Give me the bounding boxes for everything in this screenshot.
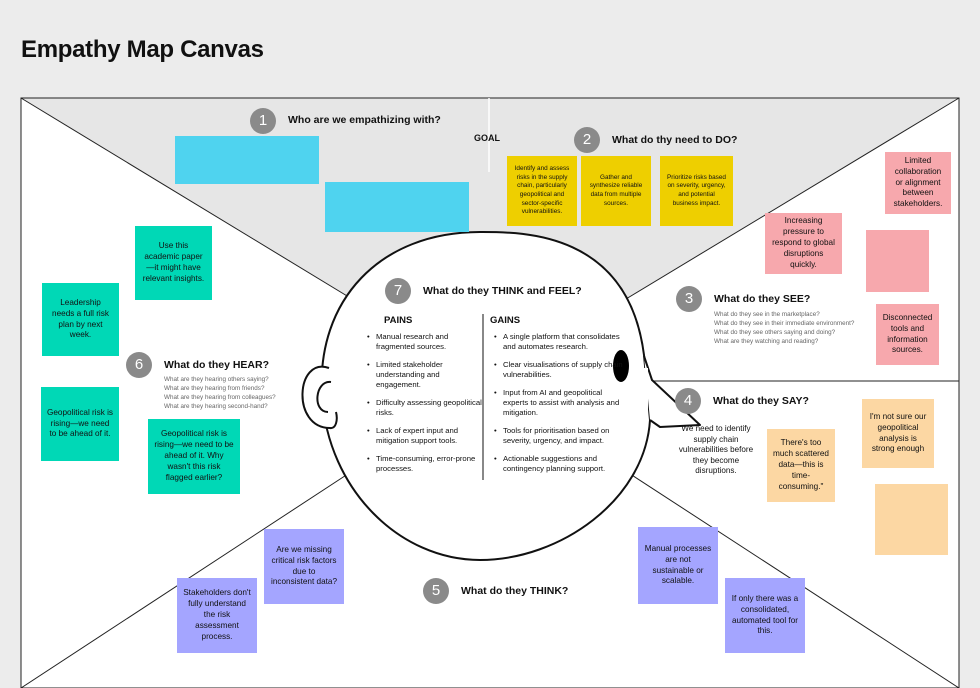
hear-note-3[interactable]: Geopolitical risk is rising—we need to b…: [41, 387, 119, 461]
hear-note-2[interactable]: Leadership needs a full risk plan by nex…: [42, 283, 119, 356]
section-6-badge: 6: [126, 352, 152, 378]
section-5-label: What do they THINK?: [461, 585, 569, 597]
goal-label: GOAL: [474, 133, 500, 143]
pains-item: Limited stakeholder understanding and en…: [367, 360, 486, 390]
persona-note-1[interactable]: [175, 136, 319, 184]
see-prompt: What do they see in their immediate envi…: [714, 320, 855, 328]
diagonal-upper-right: [620, 97, 960, 303]
hear-prompt: What are they hearing others saying?: [164, 376, 269, 383]
pains-list: Manual research and fragmented sources. …: [366, 332, 486, 482]
section-2-label: What do thy need to DO?: [612, 134, 738, 146]
section-4-label: What do they SAY?: [713, 395, 809, 407]
hear-note-1[interactable]: Use this academic paper—it might have re…: [135, 226, 212, 300]
gains-title: GAINS: [490, 315, 521, 326]
section-2-badge: 2: [574, 127, 600, 153]
do-note-2[interactable]: Gather and synthesize reliable data from…: [581, 156, 651, 226]
say-note-1[interactable]: I'm not sure our geopolitical analysis i…: [862, 399, 934, 468]
section-7-label: What do they THINK and FEEL?: [423, 285, 582, 297]
gains-item: Tools for prioritisation based on severi…: [494, 426, 625, 446]
pains-item: Manual research and fragmented sources.: [367, 332, 486, 352]
pains-item: Lack of expert input and mitigation supp…: [367, 426, 486, 446]
page-title: Empathy Map Canvas: [21, 36, 264, 63]
think-note-1[interactable]: Are we missing critical risk factors due…: [264, 529, 344, 604]
see-note-3[interactable]: [866, 230, 929, 292]
gains-item: A single platform that consolidates and …: [494, 332, 625, 352]
do-note-1[interactable]: Identify and assess risks in the supply …: [507, 156, 577, 226]
section-3-label: What do they SEE?: [714, 293, 811, 305]
section-7-badge: 7: [385, 278, 411, 304]
see-note-4[interactable]: Disconnected tools and information sourc…: [876, 304, 939, 365]
see-prompts: What do they see in the marketplace? Wha…: [714, 310, 854, 347]
see-prompt: What do they see in the marketplace?: [714, 311, 820, 318]
head-mouth-fill: [642, 368, 648, 418]
see-note-1[interactable]: Limited collaboration or alignment betwe…: [885, 152, 951, 214]
say-quote: We need to identify supply chain vulnera…: [678, 424, 754, 476]
hear-prompt: What are they hearing second-hand?: [164, 403, 268, 411]
section-1-label: Who are we empathizing with?: [288, 114, 441, 126]
say-note-2[interactable]: There's too much scattered data—this is …: [767, 429, 835, 502]
hear-prompt: What are they hearing from friends?: [164, 385, 265, 393]
pains-title: PAINS: [384, 315, 413, 326]
think-note-3[interactable]: Manual processes are not sustainable or …: [638, 527, 718, 604]
diagonal-upper-left: [20, 97, 358, 303]
gains-list: A single platform that consolidates and …: [493, 332, 625, 482]
section-5-badge: 5: [423, 578, 449, 604]
section-3-badge: 3: [676, 286, 702, 312]
section-6-label: What do they HEAR?: [164, 359, 269, 371]
do-note-3[interactable]: Prioritize risks based on severity, urge…: [660, 156, 733, 226]
gains-item: Actionable suggestions and contingency p…: [494, 454, 625, 474]
gains-item: Clear visualisations of supply chain vul…: [494, 360, 625, 380]
think-note-2[interactable]: Stakeholders don't fully understand the …: [177, 578, 257, 653]
pains-item: Time-consuming, error-prone processes.: [367, 454, 486, 474]
section-1-badge: 1: [250, 108, 276, 134]
pains-item: Difficulty assessing geopolitical risks.: [367, 398, 486, 418]
think-note-4[interactable]: If only there was a consolidated, automa…: [725, 578, 805, 653]
see-note-2[interactable]: Increasing pressure to respond to global…: [765, 213, 842, 274]
section-4-badge: 4: [675, 388, 701, 414]
head-ear-inner: [316, 380, 332, 413]
persona-note-2[interactable]: [325, 182, 469, 232]
see-prompt: What are they watching and reading?: [714, 338, 819, 346]
see-prompt: What do they see others saying and doing…: [714, 329, 836, 337]
say-note-3[interactable]: [875, 484, 948, 555]
hear-note-4[interactable]: Geopolitical risk is rising—we need to b…: [148, 419, 240, 494]
gains-item: Input from AI and geopolitical experts t…: [494, 388, 625, 418]
canvas-border: [20, 97, 960, 688]
hear-prompts: What are they hearing others saying? Wha…: [164, 375, 276, 412]
head-mouth: [643, 355, 701, 428]
hear-prompt: What are they hearing from colleagues?: [164, 394, 276, 402]
